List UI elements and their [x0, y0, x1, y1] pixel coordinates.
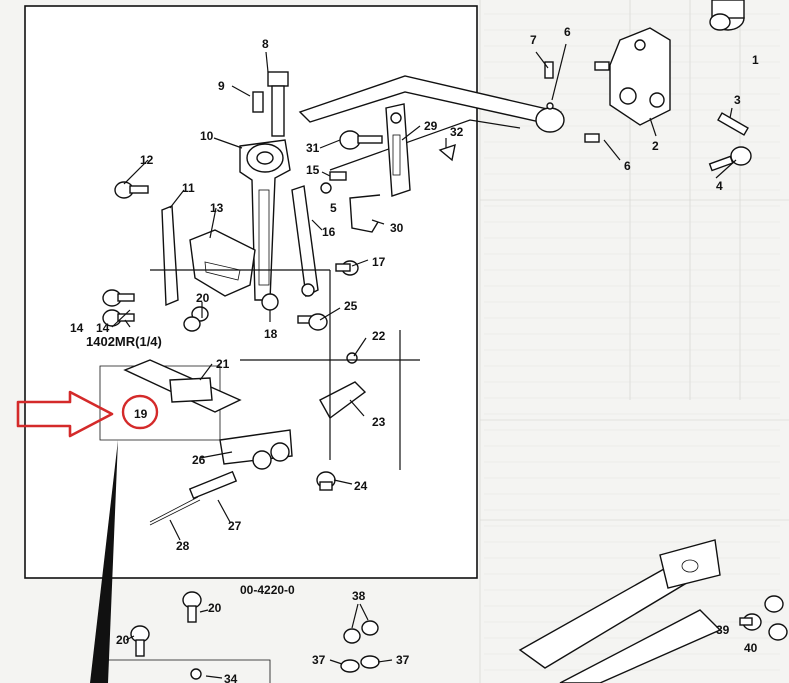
callout-17: 17: [372, 255, 386, 269]
part-spring: [149, 496, 201, 526]
callout-6: 6: [564, 25, 571, 39]
callout-21: 21: [216, 357, 230, 371]
callout-8: 8: [262, 37, 269, 51]
part-screw-4: [708, 146, 752, 172]
part-long-link: [291, 185, 319, 298]
callout-14: 14: [70, 321, 84, 335]
callout-38: 38: [352, 589, 366, 603]
part-presser-plate: [99, 359, 242, 441]
callout-18: 18: [264, 327, 278, 341]
part-32: [438, 143, 456, 162]
part-bracket-30: [349, 194, 381, 233]
figure-code: 00-4220-0: [240, 583, 295, 597]
part-screw-17: [335, 260, 359, 276]
callout-20: 20: [196, 291, 210, 305]
callout-34: 34: [224, 672, 238, 683]
callout-27: 27: [228, 519, 242, 533]
callout-22: 22: [372, 329, 386, 343]
callout-16: 16: [322, 225, 336, 239]
callout-9: 9: [218, 79, 225, 93]
callout-10: 10: [200, 129, 214, 143]
callout-14: 14: [96, 321, 110, 335]
part-pin: [717, 112, 749, 136]
diagram-frame: [24, 5, 478, 579]
callout-24: 24: [354, 479, 368, 493]
callout-6: 6: [624, 159, 631, 173]
callout-23: 23: [372, 415, 386, 429]
part-bushing: [709, 0, 745, 31]
callout-30: 30: [390, 221, 404, 235]
part-arm-11: [161, 204, 179, 307]
callout-13: 13: [210, 201, 224, 215]
callout-3: 3: [734, 93, 741, 107]
callout-4: 4: [716, 179, 723, 193]
part-18: [261, 293, 279, 311]
part-rod: [188, 470, 238, 500]
callout-28: 28: [176, 539, 190, 553]
callout-39: 39: [716, 623, 730, 637]
part-lower-right-bar: [518, 539, 722, 683]
part-block: [609, 27, 671, 126]
part-plate: [189, 229, 256, 297]
callout-29: 29: [424, 119, 438, 133]
part-bolt: [267, 71, 289, 137]
assembly-label: 1402MR(1/4): [86, 334, 162, 349]
callout-19-pointer: [90, 440, 118, 683]
leader-lines: [111, 43, 737, 541]
callout-40: 40: [744, 641, 758, 655]
part-screw-40: [764, 595, 788, 641]
callout-19: 19: [134, 407, 148, 421]
part-bracket-26: [219, 429, 293, 470]
callout-7: 7: [530, 33, 537, 47]
callout-25: 25: [344, 299, 358, 313]
callout-20: 20: [116, 633, 130, 647]
part-screws-37-38: [125, 603, 393, 673]
callout-12: 12: [140, 153, 154, 167]
part-arm-23: [319, 381, 367, 420]
part-set-screw-9: [252, 91, 264, 113]
callout-11: 11: [182, 181, 195, 195]
callout-37: 37: [396, 653, 410, 667]
callout-5: 5: [330, 201, 337, 215]
part-link: [385, 103, 411, 197]
callout-37: 37: [312, 653, 326, 667]
connector-lines: [150, 269, 420, 470]
callout-26: 26: [192, 453, 206, 467]
highlight-arrow: [16, 390, 114, 438]
part-screw-12: [114, 181, 149, 199]
callout-32: 32: [450, 125, 464, 139]
part-screws-20: [183, 306, 209, 332]
part-lower-left: [100, 591, 271, 683]
callout-15: 15: [306, 163, 320, 177]
callout-2: 2: [652, 139, 659, 153]
callout-1: 1: [752, 53, 759, 67]
callout-31: 31: [306, 141, 320, 155]
part-collar: [535, 61, 610, 143]
part-24: [316, 471, 336, 491]
part-screw-39: [739, 613, 762, 631]
highlight-circle: [121, 394, 159, 430]
callout-20: 20: [208, 601, 222, 615]
